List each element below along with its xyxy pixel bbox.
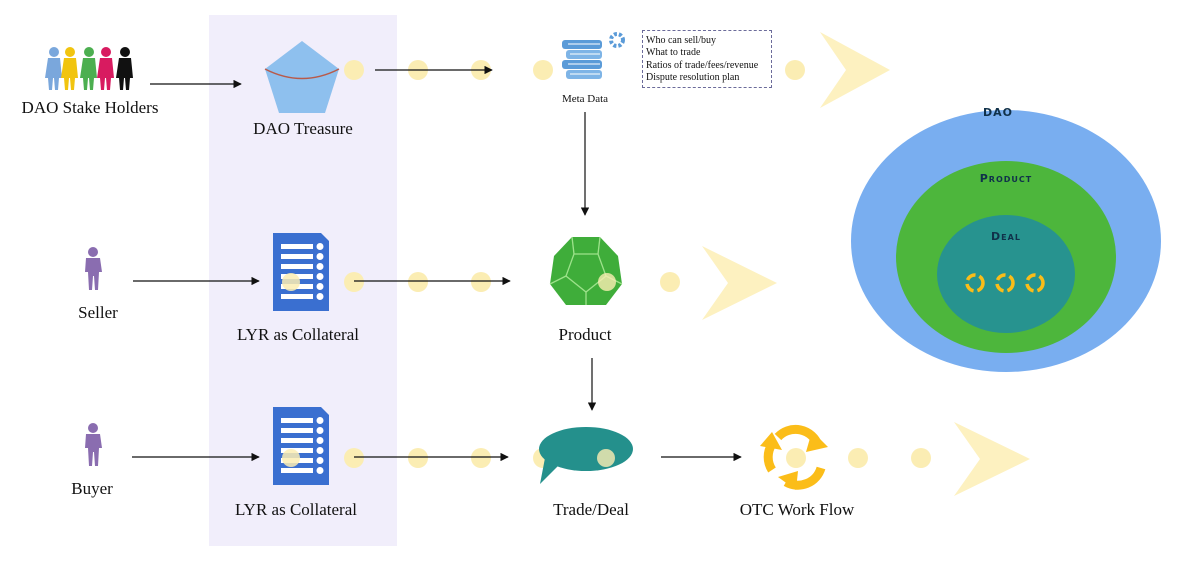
collateral-document-icon xyxy=(273,407,329,485)
treasure-label: DAO Treasure xyxy=(253,119,353,138)
dots-row-middle xyxy=(344,272,680,292)
chevron-bottom xyxy=(954,422,1030,496)
dots-row-bottom xyxy=(344,448,931,468)
collateral-buyer-label: LYR as Collateral xyxy=(235,500,357,519)
metadata-books-icon xyxy=(562,40,602,79)
product-circle-label: Product xyxy=(979,172,1033,185)
seller-person-icon xyxy=(85,247,102,290)
dots-overlap xyxy=(282,273,300,467)
note-line: Who can sell/buy xyxy=(646,35,716,46)
trade-speech-bubble-icon xyxy=(539,427,633,484)
stakeholders-label: DAO Stake Holders xyxy=(21,98,159,117)
stakeholders-people-icon xyxy=(45,47,133,90)
note-line: Dispute resolution plan xyxy=(646,72,740,84)
seller-label: Seller xyxy=(78,303,118,322)
trade-label: Trade/Deal xyxy=(553,500,629,519)
chevron-middle xyxy=(702,246,777,320)
dao-circle-label: DAO xyxy=(983,106,1013,119)
buyer-label: Buyer xyxy=(71,479,113,498)
deal-inner-circle xyxy=(937,215,1075,333)
note-line: Ratios of trade/fees/revenue xyxy=(646,59,759,71)
treasure-pentagon-icon xyxy=(264,41,340,113)
gear-icon xyxy=(609,32,625,48)
collateral-document-icon xyxy=(273,233,329,311)
dot-overlap-product xyxy=(598,273,616,291)
buyer-person-icon xyxy=(85,423,102,466)
note-line: What to trade xyxy=(646,47,701,59)
deal-circle-label: Deal xyxy=(991,230,1021,243)
product-label: Product xyxy=(558,325,612,344)
chevron-top xyxy=(820,32,890,108)
metadata-label: Meta Data xyxy=(561,93,609,105)
dot-overlap-trade xyxy=(597,449,615,467)
otc-recycle-arrowheads xyxy=(760,431,828,490)
deal-recycle-icons xyxy=(965,273,1045,293)
metadata-note-box: Who can sell/buy What to trade Ratios of… xyxy=(642,30,772,88)
collateral-seller-label: LYR as Collateral xyxy=(237,325,359,344)
otc-label: OTC Work Flow xyxy=(739,500,855,519)
product-dodecahedron-icon xyxy=(549,236,623,305)
dots-row-top xyxy=(344,60,805,80)
